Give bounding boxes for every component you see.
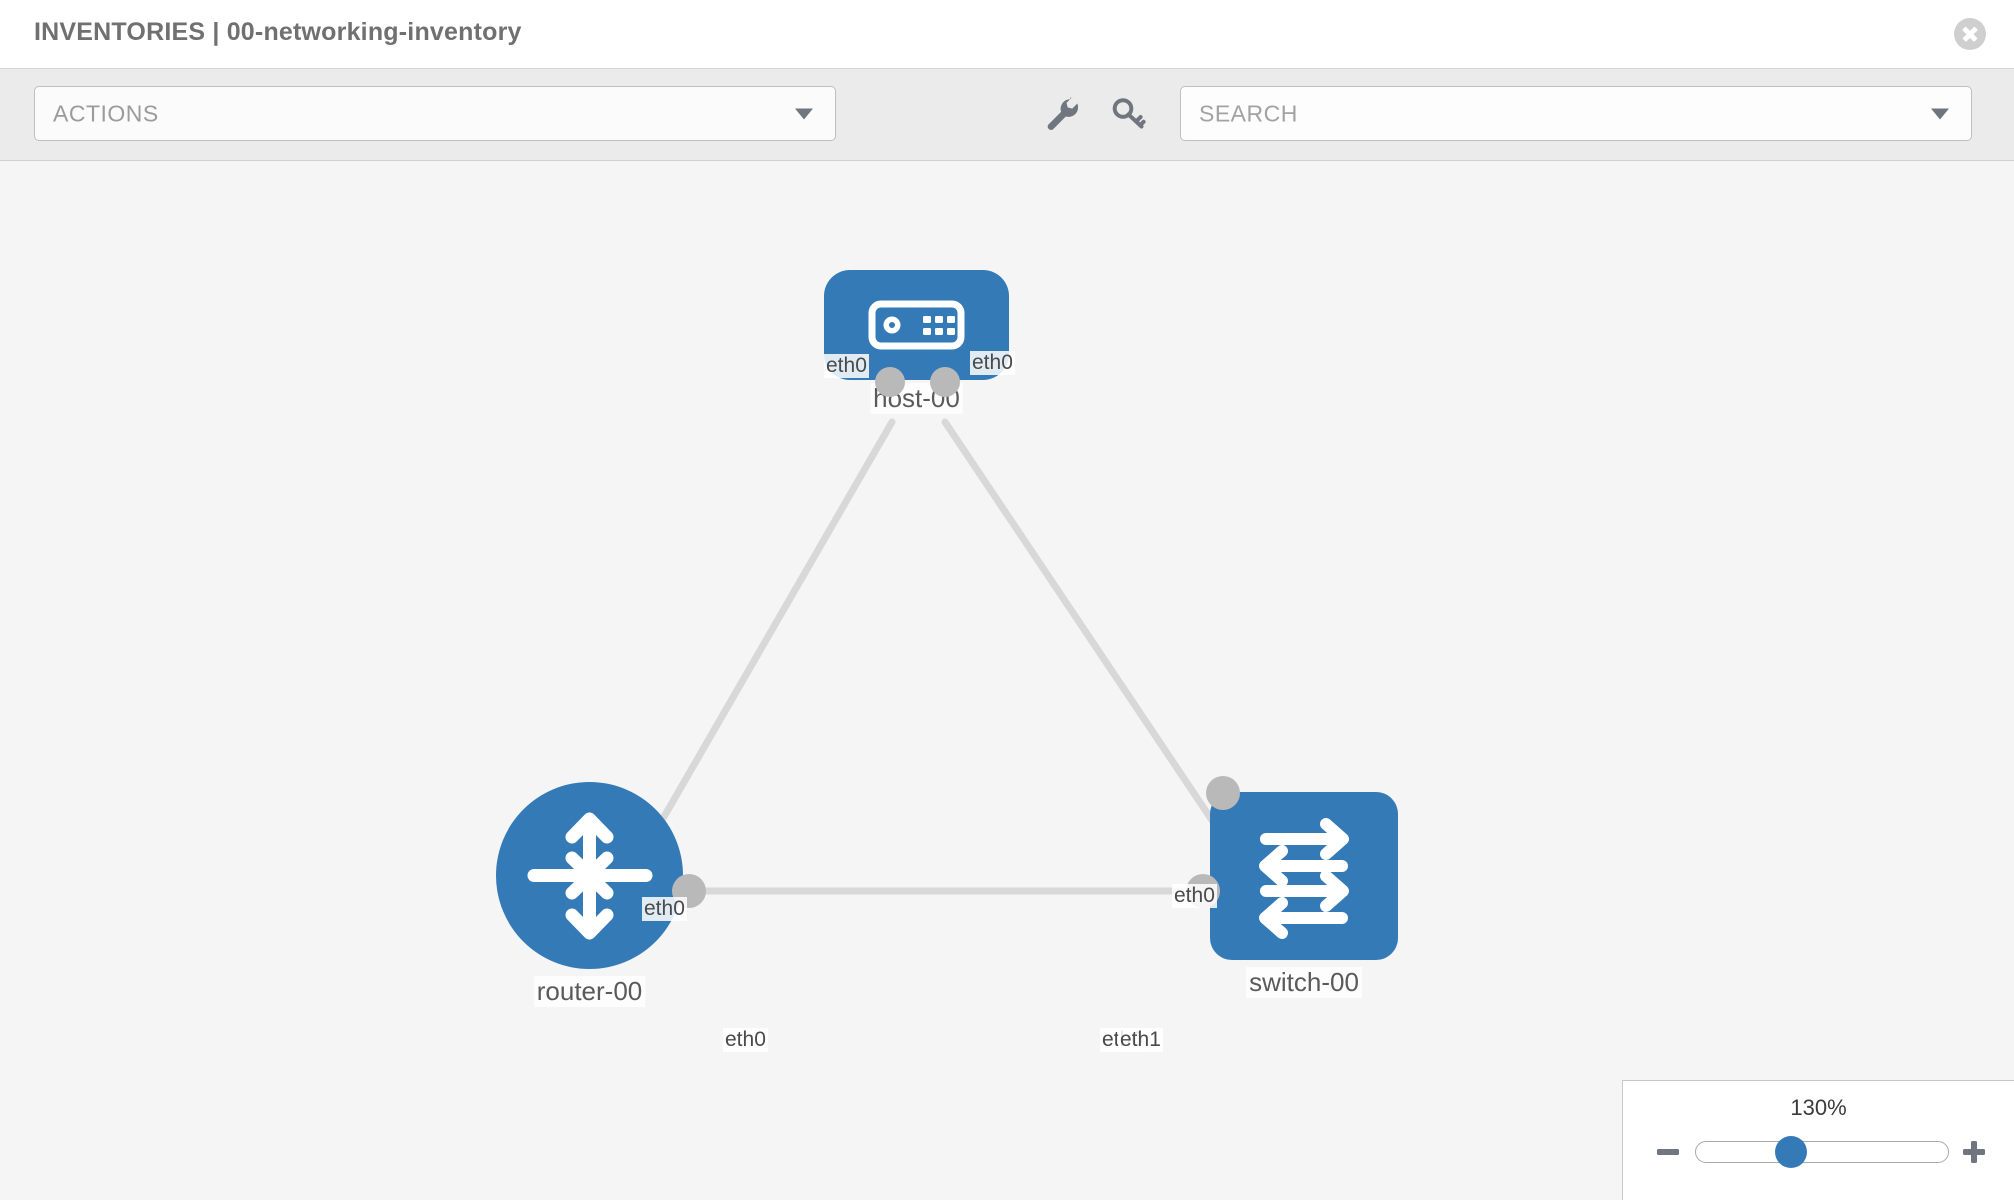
toolbar: ACTIONS SEARCH bbox=[0, 69, 2014, 161]
port-host-right[interactable] bbox=[930, 367, 960, 397]
edge-label-host-right[interactable]: eth0 bbox=[970, 351, 1015, 375]
zoom-in-button[interactable] bbox=[1959, 1137, 1989, 1167]
zoom-slider-thumb[interactable] bbox=[1775, 1136, 1807, 1168]
zoom-slider-track[interactable] bbox=[1695, 1141, 1949, 1163]
zoom-out-button[interactable] bbox=[1653, 1137, 1683, 1167]
port-host-left[interactable] bbox=[875, 367, 905, 397]
close-icon[interactable] bbox=[1954, 18, 1986, 50]
title-bar: INVENTORIES | 00-networking-inventory bbox=[0, 0, 2014, 69]
port-switch-upper[interactable] bbox=[1206, 776, 1240, 810]
zoom-level-value: 130% bbox=[1790, 1095, 1847, 1120]
search-placeholder: SEARCH bbox=[1199, 100, 1298, 126]
node-label-router-00: router-00 bbox=[533, 976, 646, 1007]
zoom-control: 130% bbox=[1622, 1080, 2014, 1200]
key-icon[interactable] bbox=[1110, 95, 1148, 133]
switch-exchange-arrows-icon bbox=[1259, 818, 1349, 939]
search-input[interactable]: SEARCH bbox=[1180, 86, 1972, 141]
node-switch-00[interactable]: switch-00 bbox=[1210, 792, 1398, 998]
actions-dropdown[interactable]: ACTIONS bbox=[34, 86, 836, 141]
link-host-router bbox=[631, 418, 896, 871]
chevron-down-icon bbox=[795, 108, 813, 119]
node-label-switch-00: switch-00 bbox=[1246, 967, 1362, 998]
switch-node-shape bbox=[1210, 792, 1398, 960]
node-router-00[interactable]: router-00 bbox=[496, 782, 683, 1007]
edge-label-router-right[interactable]: eth0 bbox=[723, 1028, 768, 1052]
topology-links bbox=[631, 418, 1244, 895]
edge-label-switch-left[interactable]: eth1 bbox=[1118, 1028, 1163, 1052]
link-host-switch bbox=[941, 418, 1244, 866]
edge-label-router-upper[interactable]: eth0 bbox=[642, 897, 687, 921]
page-title: INVENTORIES | 00-networking-inventory bbox=[34, 18, 522, 46]
edge-label-switch-upper[interactable]: eth0 bbox=[1172, 884, 1217, 908]
router-node-shape bbox=[496, 782, 683, 969]
chevron-down-icon bbox=[1931, 108, 1949, 119]
wrench-icon[interactable] bbox=[1043, 95, 1081, 133]
port-router-upper[interactable] bbox=[632, 834, 658, 860]
actions-dropdown-label: ACTIONS bbox=[53, 100, 159, 126]
server-appliance-icon bbox=[868, 300, 965, 350]
router-four-arrows-icon bbox=[527, 812, 653, 940]
edge-label-host-left[interactable]: eth0 bbox=[824, 354, 869, 378]
topology-canvas[interactable]: host-00 eth0 eth0 bbox=[0, 162, 2014, 1200]
